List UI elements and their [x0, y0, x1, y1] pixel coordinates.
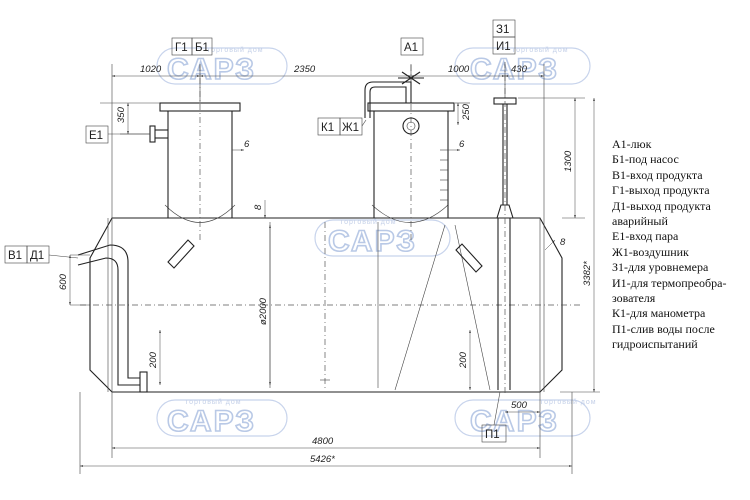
svg-text:Г1: Г1 [175, 42, 188, 54]
legend-item: К1-для манометра [612, 306, 706, 321]
legend-item: П1-слив воды после гидроиспытаний [612, 321, 715, 352]
dim-5426: 5426* [310, 454, 335, 465]
watermark-slogan: торговый дом [207, 46, 264, 54]
svg-text:З1: З1 [496, 24, 509, 36]
baffle-right [455, 243, 483, 273]
svg-text:Е1: Е1 [89, 130, 103, 142]
tag-i1: И1 [492, 36, 516, 55]
level-gauge-ticks [440, 149, 448, 201]
wall-thickness-8-end: 8 [560, 237, 566, 248]
watermark-slogan: торговый дом [512, 46, 569, 54]
dim-1000: 1000 [448, 64, 470, 75]
watermark-bottom-left: торговый дом САРЗ [156, 398, 288, 439]
svg-text:П1: П1 [485, 429, 500, 441]
neck-g1-b1 [149, 65, 241, 240]
dim-200-left: 200 [148, 351, 159, 369]
wall-thickness-8-top: 8 [253, 204, 264, 210]
dim-4800: 4800 [312, 436, 334, 447]
svg-text:В1: В1 [8, 250, 22, 262]
watermark-top-left: торговый дом САРЗ [156, 46, 288, 87]
dim-430: 430 [511, 64, 528, 75]
legend-item: В1-вход продукта [612, 167, 703, 182]
legend-item: Ж1-воздушник [612, 244, 689, 259]
dim-250: 250 [461, 103, 472, 121]
dimension-lines [69, 64, 600, 474]
dim-3382: 3382* [582, 261, 593, 286]
level-gauge-pipe [493, 62, 517, 395]
wall-thickness-6-right: 6 [459, 139, 465, 150]
svg-text:А1: А1 [404, 42, 418, 54]
wall-thickness-6-left: 6 [244, 139, 250, 150]
hatch-a1 [364, 65, 455, 240]
tag-a1: А1 [400, 37, 424, 56]
tag-z1: З1 [492, 19, 516, 38]
neck-dome-right [371, 204, 449, 223]
dim-600: 600 [58, 273, 69, 290]
svg-text:Ж1: Ж1 [342, 122, 359, 134]
watermark-slogan: торговый дом [540, 398, 597, 406]
watermark-brand: САРЗ [167, 53, 256, 86]
dim-1020: 1020 [140, 64, 162, 75]
dim-2350: 2350 [293, 64, 316, 75]
watermark-brand: САРЗ [470, 405, 559, 438]
port-legend: А1-люк Б1-под насос В1-вход продукта Г1-… [612, 137, 748, 353]
tag-e1: Е1 [85, 125, 109, 144]
legend-item: Г1-выход продукта [612, 183, 710, 198]
tag-v1: В1 [4, 245, 28, 264]
svg-text:И1: И1 [496, 41, 511, 53]
dim-200-right: 200 [458, 351, 469, 369]
watermark-bottom-right: торговый дом САРЗ [454, 398, 597, 439]
tag-b1: Б1 [191, 37, 213, 56]
legend-item: А1-люк [612, 137, 652, 151]
svg-text:К1: К1 [321, 122, 334, 134]
legend-item: Е1-вход пара [612, 229, 679, 244]
svg-text:Б1: Б1 [195, 42, 209, 54]
legend-item: Д1-выход продукта аварийный [612, 198, 711, 229]
legend-item: З1-для уровнемера [612, 260, 709, 275]
dim-500: 500 [511, 400, 528, 411]
tag-leaders [48, 119, 501, 426]
legend-item: Б1-под насос [612, 152, 679, 167]
dim-1300: 1300 [563, 150, 574, 172]
inlet-pipe-v1-d1 [77, 244, 148, 393]
dim-350: 350 [116, 106, 127, 123]
watermark-brand: САРЗ [167, 405, 256, 438]
watermark-brand: САРЗ [328, 225, 417, 258]
legend-item: И1-для термопреобра- зователя [612, 275, 727, 306]
baffle-left [167, 239, 195, 269]
tag-zh1: Ж1 [339, 117, 363, 136]
tag-d1: Д1 [26, 245, 50, 264]
dim-diameter-2000: ø2000 [258, 297, 269, 325]
watermark-slogan: торговый дом [185, 398, 242, 406]
watermark-brand: САРЗ [470, 53, 559, 86]
svg-text:Д1: Д1 [30, 250, 44, 262]
watermark-slogan: торговый дом [340, 218, 397, 226]
watermark-top-right: торговый дом САРЗ [454, 46, 591, 87]
watermark-center: торговый дом САРЗ [314, 218, 451, 259]
tag-k1: К1 [317, 117, 341, 136]
